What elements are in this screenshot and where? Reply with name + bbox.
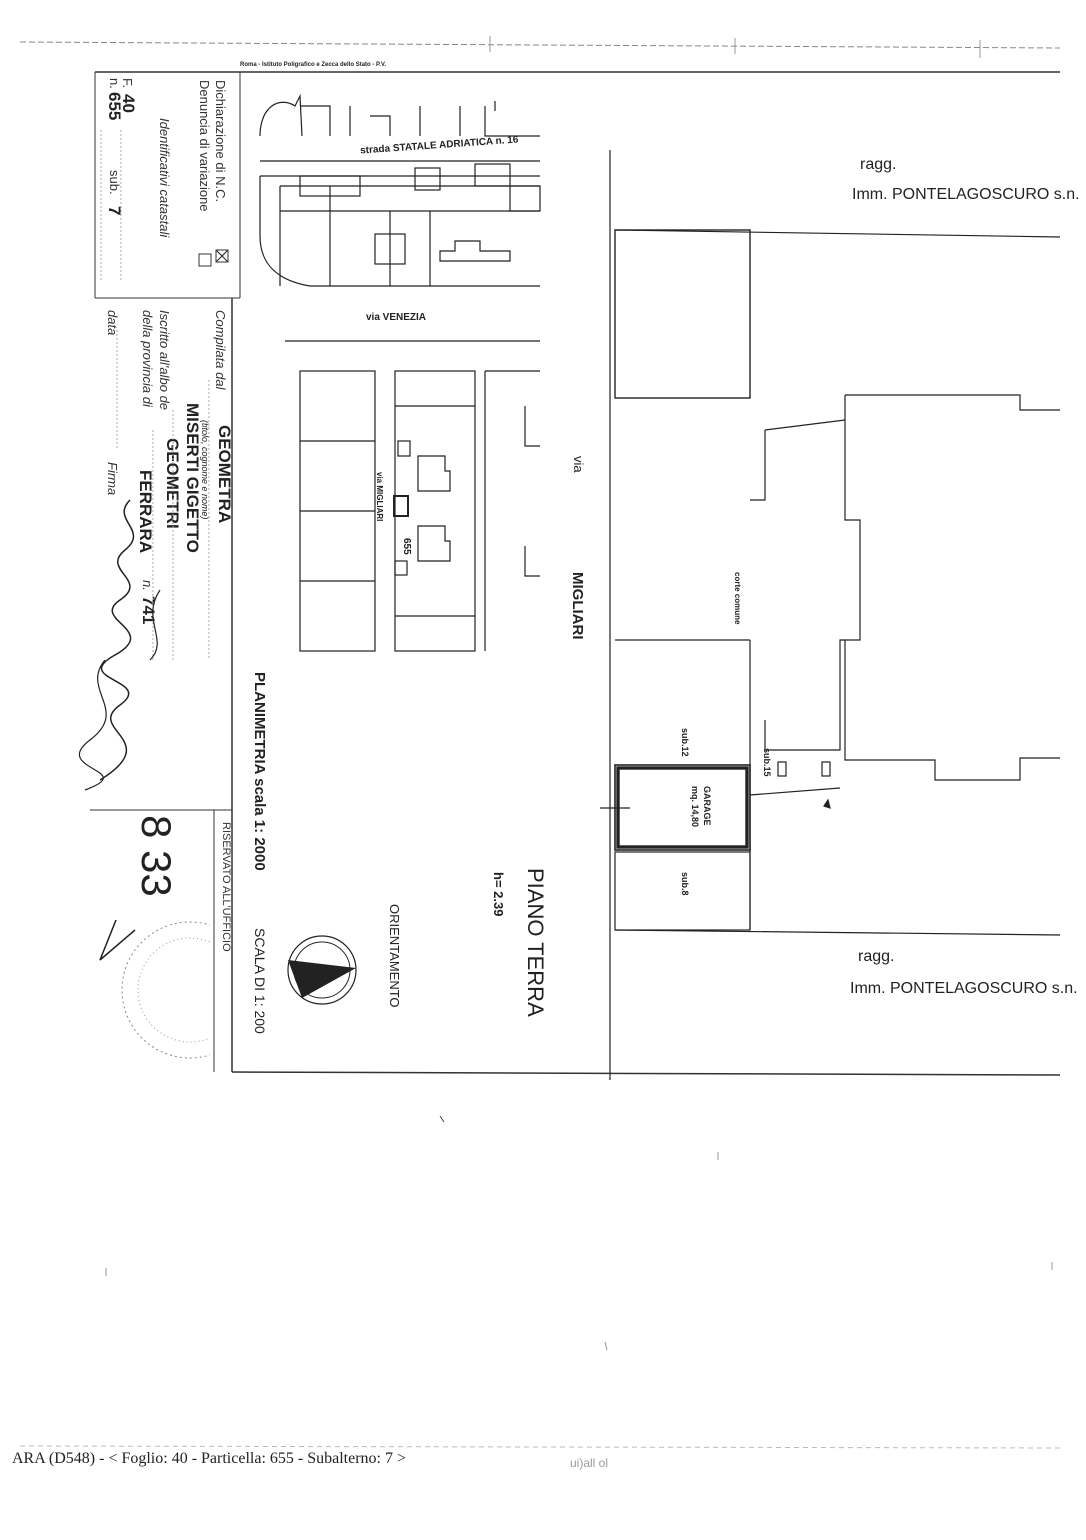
plan-sub15: sub.15 — [762, 748, 772, 777]
checkbox-group — [198, 249, 229, 267]
map-particella: 655 — [401, 538, 412, 555]
sub15-marker-a — [777, 761, 787, 777]
plan-scala: SCALA DI 1: 200 — [252, 928, 268, 1034]
riservato-label: RISERVATO ALL'UFFICIO — [220, 822, 232, 952]
form-dotted-lines — [116, 330, 210, 660]
north-arrow-icon — [287, 935, 357, 1005]
top-crop-lines — [19, 36, 1061, 58]
office-stamp-drawing — [99, 920, 210, 1059]
plan-garage-line2: mq. 14,80 — [690, 786, 700, 828]
location-map — [259, 93, 541, 652]
identificativi-label: Identificativi catastali — [157, 118, 172, 238]
map-building-top-left — [259, 93, 303, 137]
denuncia-checkbox[interactable] — [198, 253, 212, 267]
identificativi-dotted-lines — [100, 130, 122, 280]
right-building-outline — [844, 395, 1060, 781]
floor-plan — [600, 150, 1061, 1080]
footer-reference: ARA (D548) - < Foglio: 40 - Particella: … — [12, 1450, 406, 1467]
plan-imm-top: Imm. PONTELAGOSCURO s.n. — [852, 186, 1080, 203]
scan-marks — [19, 1115, 1061, 1449]
top-neighbor-edge — [614, 229, 1061, 238]
sub15-marker-b — [821, 761, 831, 777]
map-street-venezia: via VENEZIA — [366, 312, 427, 323]
plan-altezza: h= 2.39 — [491, 872, 506, 917]
signature-drawing — [78, 499, 161, 791]
garage-room — [614, 764, 751, 851]
dichiarazione-checkbox[interactable] — [215, 249, 229, 263]
plan-sub8: sub.8 — [680, 872, 690, 896]
plan-orientamento: ORIENTAMENTO — [387, 904, 402, 1008]
plan-garage-line1: GARAGE — [702, 786, 712, 826]
plan-via-label: via — [571, 456, 586, 473]
dichiarazione-label: Dichiarazione di N.C. — [213, 80, 228, 203]
document-frame — [90, 71, 1061, 1076]
plan-migliari-label: MIGLIARI — [569, 572, 586, 640]
publisher-line: Roma - Istituto Poligrafico e Zecca dell… — [240, 62, 387, 68]
plan-ragg-bottom: ragg. — [858, 948, 895, 965]
top-left-building — [614, 229, 751, 399]
office-note: 8 33 — [133, 815, 180, 897]
plan-sub12: sub.12 — [680, 728, 690, 757]
plan-cortile: corte comune — [733, 572, 742, 625]
plan-piano-terra: PIANO TERRA — [523, 868, 548, 1017]
map-planimetria-title: PLANIMETRIA scala 1: 2000 — [251, 672, 268, 871]
denuncia-label: Denuncia di variazione — [197, 80, 212, 212]
top-right-building-edge — [845, 394, 1060, 411]
map-street-migliari-small: via MIGLIARI — [375, 472, 384, 522]
plan-imm-bottom: Imm. PONTELAGOSCURO s.n. — [850, 980, 1078, 997]
plan-ragg-top: ragg. — [860, 156, 897, 173]
bottom-neighbor-edge — [614, 929, 1061, 936]
footer-stamp-mirror: ui)all ol — [570, 1456, 609, 1470]
